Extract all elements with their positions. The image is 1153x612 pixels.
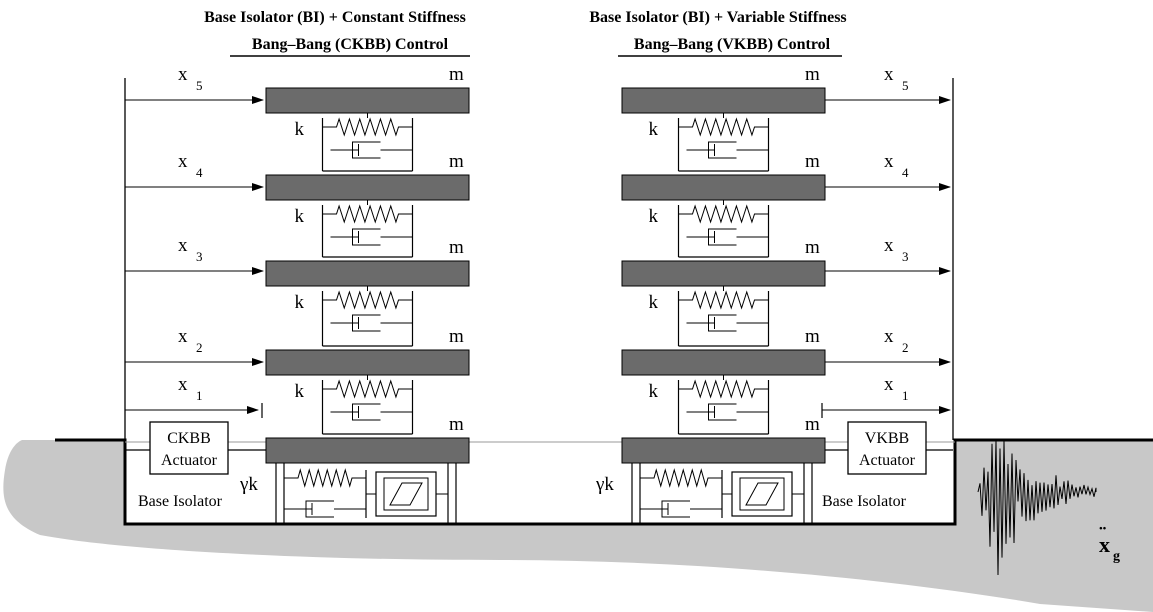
ground-accel-subscript: g (1113, 549, 1120, 564)
story-connection (321, 286, 414, 347)
displacement-subscript: 5 (196, 78, 203, 93)
spring (322, 290, 413, 310)
displacement-subscript: 1 (196, 388, 203, 403)
foundation-outline (55, 438, 1153, 526)
floor-slab (265, 260, 470, 287)
mass-label: m (449, 151, 464, 172)
left-title-line2: Bang–Bang (CKBB) Control (252, 36, 449, 53)
right-title-line2: Bang–Bang (VKBB) Control (634, 36, 831, 53)
stiffness-label: k (649, 381, 659, 402)
displacement-subscript: 3 (902, 249, 909, 264)
story-connection (321, 375, 414, 435)
spring (322, 204, 413, 224)
displacement-label: x (178, 235, 188, 256)
story-connection (677, 200, 770, 258)
displacement-label: x (884, 235, 894, 256)
mass-label: m (805, 237, 820, 258)
displacement-label: x (178, 151, 188, 172)
story-connection (677, 286, 770, 347)
ckbb-actuator-label-line2: Actuator (161, 452, 218, 469)
displacement-label: x (884, 374, 894, 395)
base-isolator (631, 463, 813, 524)
mass-label: m (805, 64, 820, 85)
right-title-line1: Base Isolator (BI) + Variable Stiffness (589, 9, 846, 26)
displacement-subscript: 4 (196, 165, 203, 180)
floor-slab (265, 437, 470, 464)
spring (322, 117, 413, 137)
vkbb-actuator-box (847, 421, 927, 475)
damper (686, 314, 769, 332)
displacement-subscript: 1 (902, 388, 909, 403)
mass-label: m (449, 414, 464, 435)
stiffness-label: k (649, 119, 659, 140)
displacement-label: x (884, 326, 894, 347)
story-connection (321, 113, 414, 172)
isolator-damper (284, 500, 366, 518)
ground-accel-dots: ¨ (1099, 522, 1106, 547)
damper (330, 228, 413, 246)
stiffness-label: k (649, 206, 659, 227)
stiffness-label: k (295, 381, 305, 402)
spring (678, 117, 769, 137)
story-connection (677, 113, 770, 172)
damper (330, 314, 413, 332)
damper (686, 228, 769, 246)
floor-slab (621, 87, 826, 114)
isolator-damper (640, 500, 722, 518)
stiffness-label: k (295, 206, 305, 227)
damper (330, 403, 413, 421)
floor-slab (265, 174, 470, 201)
displacement-subscript: 3 (196, 249, 203, 264)
floor-slab (621, 174, 826, 201)
left-base-isolator-label: Base Isolator (138, 493, 223, 510)
displacement-label: x (178, 326, 188, 347)
vkbb-actuator-label-line1: VKBB (865, 430, 909, 447)
stiffness-label: k (295, 292, 305, 313)
spring (678, 204, 769, 224)
isolator-spring (284, 468, 366, 488)
left-title-line1: Base Isolator (BI) + Constant Stiffness (204, 9, 466, 26)
displacement-label: x (178, 64, 188, 85)
damper (686, 403, 769, 421)
mass-label: m (805, 414, 820, 435)
right-base-isolator-label: Base Isolator (822, 493, 907, 510)
floor-slab (621, 437, 826, 464)
isolator-stiffness-label: γk (239, 474, 258, 495)
displacement-subscript: 4 (902, 165, 909, 180)
displacement-label: x (178, 374, 188, 395)
floor-slab (265, 349, 470, 376)
stiffness-label: k (649, 292, 659, 313)
stiffness-label: k (295, 119, 305, 140)
story-connection (321, 200, 414, 258)
floor-slab (621, 349, 826, 376)
vkbb-actuator-label-line2: Actuator (859, 452, 916, 469)
isolator-stiffness-label: γk (595, 474, 614, 495)
spring (678, 379, 769, 399)
damper (330, 141, 413, 159)
displacement-label: x (884, 151, 894, 172)
mass-label: m (805, 151, 820, 172)
mass-label: m (805, 326, 820, 347)
base-isolator (275, 463, 457, 524)
story-connection (677, 375, 770, 435)
isolator-spring (640, 468, 722, 488)
mass-label: m (449, 326, 464, 347)
mass-label: m (449, 64, 464, 85)
displacement-subscript: 2 (902, 340, 909, 355)
ground-accel-symbol: x (1099, 532, 1110, 557)
displacement-subscript: 2 (196, 340, 203, 355)
ckbb-actuator-label-line1: CKBB (167, 430, 211, 447)
displacement-label: x (884, 64, 894, 85)
mass-label: m (449, 237, 464, 258)
ground-motion-record (977, 439, 1097, 576)
spring (678, 290, 769, 310)
floor-slab (265, 87, 470, 114)
spring (322, 379, 413, 399)
floor-slab (621, 260, 826, 287)
ckbb-actuator-box (149, 421, 229, 475)
displacement-subscript: 5 (902, 78, 909, 93)
damper (686, 141, 769, 159)
